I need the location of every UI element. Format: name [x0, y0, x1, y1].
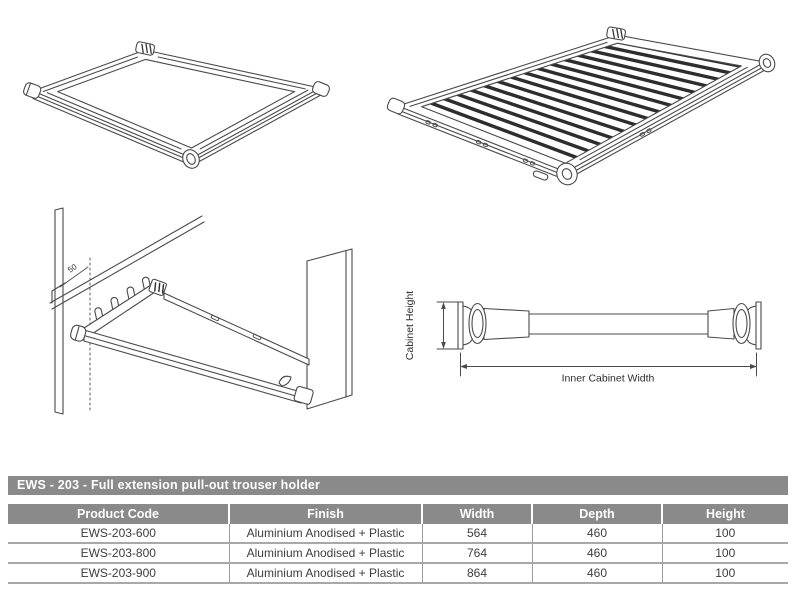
cell-depth: 460: [531, 563, 662, 584]
cell-product-code: EWS-203-900: [8, 563, 229, 584]
trouser-bar: [531, 65, 677, 109]
bell-right-inner: [735, 308, 748, 339]
hanger-hooks: [94, 276, 151, 321]
cell-product-code: EWS-203-600: [8, 524, 229, 544]
corner-cylinder-cap-front: [182, 149, 200, 169]
cell-width: 864: [421, 563, 532, 584]
cell-finish: Aluminium Anodised + Plastic: [228, 524, 422, 544]
corner-connector-back: [135, 41, 156, 56]
trouser-bar: [491, 78, 641, 128]
wall-plate-left: [457, 301, 464, 350]
table-row: EWS-203-600 Aluminium Anodised + Plastic…: [8, 524, 788, 544]
trouser-bar: [426, 100, 581, 161]
stop-clip: [278, 375, 292, 387]
trouser-bar: [478, 82, 629, 135]
frame-front-rail-line: [83, 334, 302, 399]
front-left-end-cap: [70, 324, 87, 342]
cabinet-top-rail: [49, 215, 205, 310]
cell-finish: Aluminium Anodised + Plastic: [228, 543, 422, 564]
cell-height: 100: [661, 524, 788, 544]
column-header-height: Height: [661, 504, 788, 524]
pull-tab: [532, 170, 549, 181]
trouser-bar: [557, 56, 701, 96]
trouser-bar: [504, 73, 653, 122]
trouser-bar: [439, 95, 593, 154]
trouser-bar: [570, 52, 713, 89]
inner-cabinet-width-label: Inner Cabinet Width: [562, 373, 655, 385]
cabinet-panel-right: [306, 248, 353, 410]
bar-frame-drawing: [386, 26, 776, 186]
trouser-bar: [518, 69, 665, 115]
wall-plate-right: [755, 301, 762, 350]
corner-connector-right: [311, 81, 331, 97]
technical-drawings: 50: [23, 26, 776, 415]
column-header-depth: Depth: [531, 504, 662, 524]
rail-slot-marks: [210, 315, 262, 340]
spec-table-body: EWS-203-600 Aluminium Anodised + Plastic…: [8, 524, 788, 584]
cell-depth: 460: [531, 524, 662, 544]
collar-right: [707, 307, 735, 340]
collar-left: [483, 307, 530, 341]
corner-cylinder-cap-front: [556, 162, 578, 186]
rail-slot-marks: [425, 120, 652, 166]
width-dimension: [460, 352, 757, 377]
cell-depth: 460: [531, 543, 662, 564]
table-row: EWS-203-800 Aluminium Anodised + Plastic…: [8, 543, 788, 564]
corner-connector-back: [606, 26, 626, 41]
frame-rail-ring: [32, 49, 321, 159]
spec-table: Product Code Finish Width Depth Height E…: [8, 504, 788, 584]
cell-width: 564: [421, 524, 532, 544]
empty-frame-drawing: [23, 41, 331, 169]
corner-cylinder-cap-right: [758, 53, 776, 73]
header-row: Product Code Finish Width Depth Height: [8, 504, 788, 524]
cell-product-code: EWS-203-800: [8, 543, 229, 564]
column-header-finish: Finish: [228, 504, 422, 524]
cabinet-height-label: Cabinet Height: [404, 291, 416, 361]
trouser-bar: [544, 61, 689, 102]
product-title-bar: EWS - 203 - Full extension pull-out trou…: [8, 476, 788, 495]
back-corner-connector: [148, 278, 167, 297]
cell-height: 100: [661, 543, 788, 564]
trouser-bar: [465, 87, 617, 141]
front-right-connector: [293, 385, 314, 405]
bell-left-inner: [471, 308, 484, 339]
frame-rail-detail-lines: [42, 56, 309, 150]
offset-dimension-tick: [59, 266, 89, 288]
rod-tube: [528, 313, 709, 335]
corner-connector-left: [386, 97, 406, 115]
spec-table-header: Product Code Finish Width Depth Height: [8, 504, 788, 524]
frame-back-rail: [163, 292, 310, 366]
table-row: EWS-203-900 Aluminium Anodised + Plastic…: [8, 563, 788, 584]
frame-rail-detail-lines: [409, 41, 748, 161]
mounted-view-drawing: 50: [49, 207, 353, 415]
cell-finish: Aluminium Anodised + Plastic: [228, 563, 422, 584]
cell-width: 764: [421, 543, 532, 564]
column-header-product-code: Product Code: [8, 504, 229, 524]
column-header-width: Width: [421, 504, 532, 524]
rod-dimension-drawing: Cabinet Height Inner Cabinet Width: [404, 291, 762, 385]
trouser-bar: [596, 43, 737, 76]
corner-connector-left: [23, 82, 42, 99]
trouser-bar: [583, 47, 725, 83]
trouser-bar: [452, 91, 605, 148]
offset-dimension-label: 50: [66, 262, 79, 275]
height-dimension: [436, 301, 460, 350]
trouser-bars: [426, 39, 749, 161]
cell-height: 100: [661, 563, 788, 584]
cabinet-panel-left: [54, 207, 64, 415]
